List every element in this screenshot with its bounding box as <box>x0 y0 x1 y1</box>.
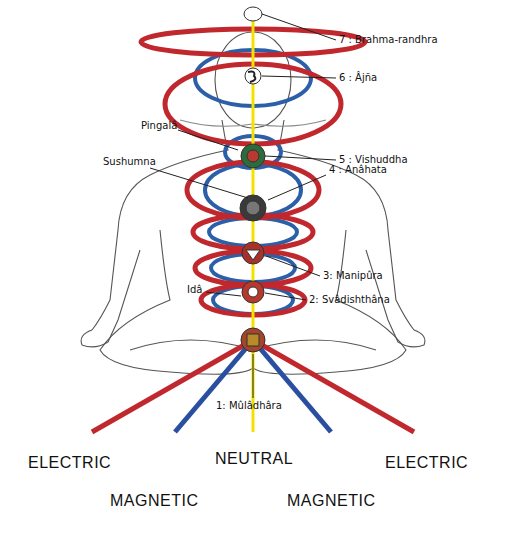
polarity-label: MAGNETIC <box>110 492 198 510</box>
leader-lines <box>150 14 336 398</box>
polarity-label: ELECTRIC <box>28 454 111 472</box>
electric-ray <box>253 340 414 432</box>
chakra-label: 4 : Anâhata <box>328 164 388 175</box>
chakra-label: 6 : Âjña <box>338 72 378 83</box>
nadi-label: Idâ <box>186 284 203 295</box>
chakra-label: 2: Svâdishthâna <box>308 294 391 305</box>
chakra-label: 3: Manipûra <box>322 270 384 281</box>
chakra-label: 5 : Vishuddha <box>338 154 409 165</box>
chakra-label: 7 : Brahma-randhra <box>338 34 439 45</box>
nadi-label: Pingalâ <box>140 120 178 131</box>
chakra-label: 1: Mûlâdhâra <box>215 400 283 411</box>
polarity-label: MAGNETIC <box>287 492 375 510</box>
magnetic-ray <box>175 340 253 432</box>
chakra-symbols <box>240 7 266 352</box>
magnetic-ray <box>253 340 331 432</box>
polarity-label: NEUTRAL <box>215 450 293 468</box>
nadi-label: Sushumna <box>102 156 157 167</box>
polarity-label: ELECTRIC <box>385 454 468 472</box>
electric-ray <box>92 340 253 432</box>
